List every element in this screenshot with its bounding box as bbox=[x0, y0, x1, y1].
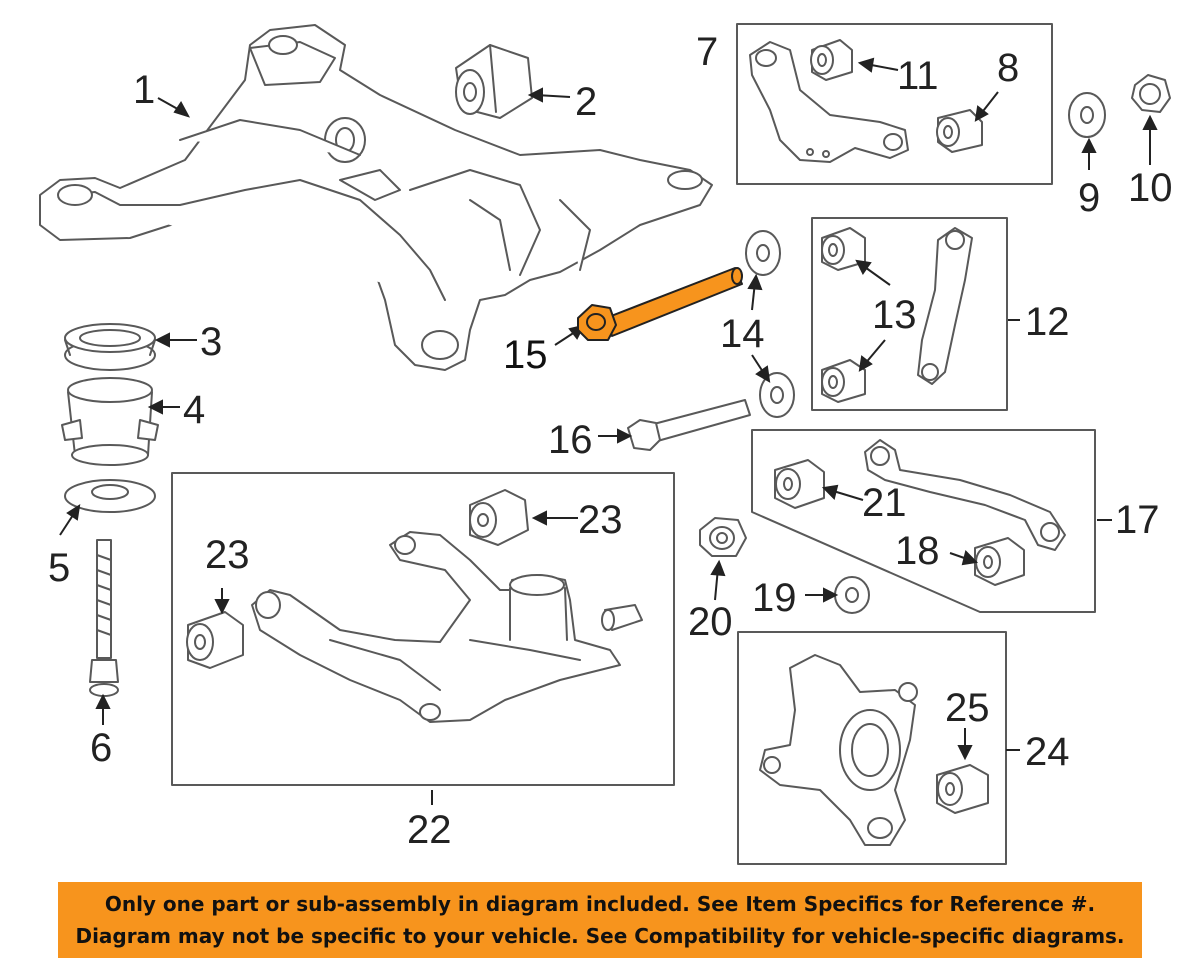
callout-11: 11 bbox=[897, 54, 939, 98]
callout-2: 2 bbox=[575, 80, 598, 124]
callout-12: 12 bbox=[1025, 300, 1070, 344]
callout-14: 14 bbox=[720, 312, 765, 356]
callout-7: 7 bbox=[696, 30, 719, 74]
disclaimer-line-1: Only one part or sub-assembly in diagram… bbox=[104, 892, 1096, 916]
callout-3: 3 bbox=[200, 320, 223, 364]
callout-23-right: 23 bbox=[578, 498, 623, 542]
part-21-bushing[interactable] bbox=[774, 459, 825, 509]
group-7-frame bbox=[736, 23, 1053, 185]
callout-21: 21 bbox=[862, 481, 907, 525]
part-23-bushing-left[interactable] bbox=[186, 611, 244, 669]
callout-16: 16 bbox=[548, 418, 593, 462]
part-12-link[interactable] bbox=[917, 227, 973, 385]
disclaimer-line-2: Diagram may not be specific to your vehi… bbox=[75, 924, 1125, 948]
callout-24: 24 bbox=[1025, 730, 1070, 774]
callout-1: 1 bbox=[133, 68, 156, 112]
part-7-upper-arm[interactable] bbox=[749, 41, 909, 163]
callout-23-left: 23 bbox=[205, 533, 250, 577]
part-1-subframe[interactable] bbox=[39, 24, 713, 371]
part-10-nut[interactable] bbox=[1131, 74, 1171, 113]
part-5-lower-seat[interactable] bbox=[64, 479, 156, 513]
callout-6: 6 bbox=[90, 726, 113, 770]
group-17-frame bbox=[751, 429, 1096, 613]
callout-17: 17 bbox=[1115, 498, 1160, 542]
part-19-washer[interactable] bbox=[834, 576, 870, 614]
callout-22: 22 bbox=[407, 808, 452, 852]
callout-10: 10 bbox=[1128, 166, 1173, 210]
part-25-bushing[interactable] bbox=[936, 764, 989, 814]
part-23-bushing-right[interactable] bbox=[469, 489, 529, 546]
callout-13: 13 bbox=[872, 293, 917, 337]
part-20-nut[interactable] bbox=[699, 517, 747, 557]
part-pin[interactable] bbox=[601, 604, 643, 631]
part-16-bolt[interactable] bbox=[627, 399, 751, 451]
part-3-spring-seat[interactable] bbox=[64, 323, 156, 371]
group-12-frame bbox=[811, 217, 1008, 411]
part-24-knuckle[interactable] bbox=[759, 654, 918, 846]
group-22-frame bbox=[171, 472, 675, 786]
group-24-frame bbox=[737, 631, 1007, 865]
leader-lines bbox=[59, 57, 1158, 805]
callout-9: 9 bbox=[1078, 176, 1101, 220]
part-4-bumper[interactable] bbox=[61, 377, 159, 466]
callout-15: 15 bbox=[503, 333, 548, 377]
part-6-bolt[interactable] bbox=[89, 539, 119, 697]
callout-20: 20 bbox=[688, 600, 733, 644]
part-22-trailing-arm[interactable] bbox=[251, 531, 621, 723]
part-8-bushing[interactable] bbox=[936, 109, 983, 153]
callout-19: 19 bbox=[752, 576, 797, 620]
part-18-bushing[interactable] bbox=[974, 537, 1025, 586]
part-11-bushing[interactable] bbox=[810, 39, 853, 81]
callout-8: 8 bbox=[997, 46, 1020, 90]
callout-25: 25 bbox=[945, 686, 990, 730]
disclaimer-banner: Only one part or sub-assembly in diagram… bbox=[58, 882, 1142, 958]
part-13-bushings[interactable] bbox=[821, 227, 866, 403]
callout-4: 4 bbox=[183, 388, 206, 432]
callout-5: 5 bbox=[48, 546, 71, 590]
part-15-bolt-highlighted[interactable] bbox=[577, 267, 743, 341]
banner-background bbox=[58, 882, 1142, 958]
part-9-washer[interactable] bbox=[1068, 92, 1106, 138]
part-2-bushing[interactable] bbox=[455, 44, 533, 119]
part-14-washers[interactable] bbox=[745, 230, 795, 418]
callout-18: 18 bbox=[895, 529, 940, 573]
part-17-link[interactable] bbox=[864, 439, 1066, 551]
